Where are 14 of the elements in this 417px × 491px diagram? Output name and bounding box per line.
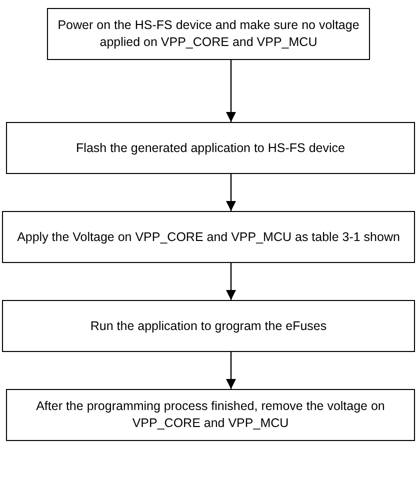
process-box	[6, 122, 415, 174]
arrow	[226, 60, 236, 122]
arrow	[226, 352, 236, 389]
process-box	[2, 211, 415, 263]
process-box	[47, 8, 370, 60]
arrow	[226, 174, 236, 211]
step-text: Run the application to grogram the eFuses	[90, 318, 327, 334]
step-text: Flash the generated application to HS-FS device	[76, 140, 345, 156]
process-box	[2, 300, 415, 352]
step-text: Power on the HS-FS device and make sure no voltage applied on VPP_CORE and VPP_MCU	[56, 17, 360, 51]
arrow	[226, 263, 236, 300]
step-text: After the programming process finished, remove the voltage on VPP_CORE and VPP_MCU	[35, 398, 386, 432]
step-text: Apply the Voltage on VPP_CORE and VPP_MCU as table 3-1 shown	[17, 228, 400, 246]
process-box	[6, 389, 415, 441]
